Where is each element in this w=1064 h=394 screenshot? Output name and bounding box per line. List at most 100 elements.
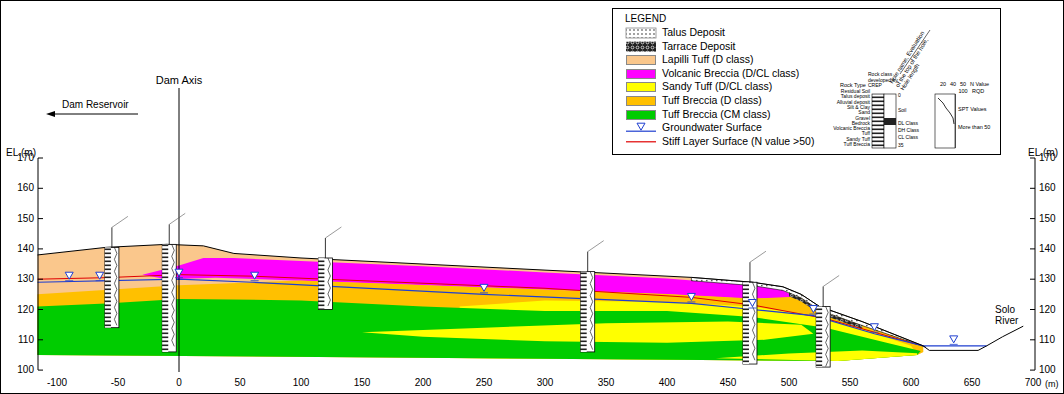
groundwater-marker bbox=[480, 292, 488, 293]
legend-note: 20 bbox=[940, 81, 946, 87]
legend-note: 35 bbox=[898, 143, 904, 149]
groundwater-marker bbox=[175, 277, 183, 278]
legend-note: Rock Type bbox=[840, 82, 866, 88]
legend-note: DH Class bbox=[898, 128, 919, 134]
borehole-column bbox=[162, 244, 176, 352]
dam-axis-line bbox=[179, 88, 180, 372]
ground-surface bbox=[37, 244, 1023, 350]
borehole-stick bbox=[587, 252, 588, 272]
legend-note: 0 bbox=[898, 93, 901, 99]
axis-tick bbox=[1030, 188, 1035, 189]
axis-tick bbox=[38, 339, 43, 340]
borehole-log bbox=[162, 244, 168, 352]
axis-tick bbox=[38, 248, 43, 249]
axis-number: 130 bbox=[1039, 273, 1056, 284]
borehole-column bbox=[743, 282, 757, 364]
groundwater-marker bbox=[687, 293, 695, 300]
axis-number: 110 bbox=[1039, 334, 1055, 345]
axis-number: 160 bbox=[17, 182, 34, 193]
legend-sample bbox=[626, 123, 656, 131]
legend-sample bbox=[637, 123, 645, 130]
legend-swatch bbox=[626, 96, 656, 106]
groundwater-marker bbox=[870, 332, 878, 333]
borehole-column bbox=[318, 258, 332, 310]
axis-number: 150 bbox=[1039, 213, 1056, 224]
legend-chart bbox=[935, 94, 955, 148]
axis-tick bbox=[38, 218, 43, 219]
axis-number: 450 bbox=[720, 377, 737, 388]
legend-note: 100 bbox=[958, 88, 967, 94]
axis-number: -100 bbox=[47, 377, 67, 388]
borehole-stick bbox=[325, 238, 326, 258]
spt-curve bbox=[114, 247, 117, 325]
legend-text: Tuff Breccia (D class) bbox=[662, 95, 762, 107]
axis-number: 150 bbox=[354, 377, 371, 388]
axis-number: 700 bbox=[1025, 377, 1042, 388]
legend-class-column bbox=[884, 94, 896, 148]
axis-number: 350 bbox=[598, 377, 615, 388]
legend-text: Stiff Layer Surface (N value >50) bbox=[662, 136, 814, 148]
legend-text: Volcanic Breccia (D/CL class) bbox=[662, 68, 799, 80]
axis-number: 100 bbox=[293, 377, 310, 388]
axis-number: 120 bbox=[17, 304, 34, 315]
groundwater-marker bbox=[748, 308, 756, 309]
axis-number: 500 bbox=[781, 377, 798, 388]
legend-sample bbox=[626, 28, 656, 38]
axis-tick bbox=[38, 370, 43, 371]
arrow-head bbox=[46, 111, 55, 117]
lapilli-tuff bbox=[37, 244, 923, 361]
axis-number: 100 bbox=[17, 364, 34, 375]
axis-number: 650 bbox=[964, 377, 981, 388]
axis-number: 250 bbox=[476, 377, 493, 388]
legend-text: Groundwater Surface bbox=[662, 122, 762, 134]
legend-sample bbox=[626, 42, 656, 52]
dam-axis-label: Dam Axis bbox=[156, 74, 202, 86]
borehole-stick bbox=[111, 227, 112, 247]
groundwater-marker bbox=[96, 272, 104, 279]
legend-text: Tuff Breccia (CM class) bbox=[662, 109, 771, 121]
legend-sample bbox=[626, 141, 656, 142]
legend-swatch bbox=[626, 82, 656, 92]
borehole-column bbox=[105, 247, 119, 327]
borehole-leader bbox=[750, 251, 766, 262]
legend-swatch bbox=[626, 110, 656, 120]
axis-number: 110 bbox=[18, 334, 34, 345]
groundwater-line bbox=[37, 279, 986, 346]
groundwater-marker bbox=[175, 269, 183, 276]
groundwater-marker bbox=[809, 314, 817, 315]
borehole-leader bbox=[588, 241, 604, 252]
legend-text: Sandy Tuff (D/CL class) bbox=[662, 81, 772, 93]
legend-note: 40 bbox=[950, 81, 956, 87]
spt-curve bbox=[328, 258, 331, 306]
groundwater-marker bbox=[480, 284, 488, 291]
legend-note: SPT Values bbox=[958, 106, 987, 112]
axis-number: 140 bbox=[1039, 243, 1056, 254]
axis-number: 550 bbox=[842, 377, 859, 388]
spt-curve bbox=[172, 244, 175, 346]
legend-text: Tarrace Deposit bbox=[662, 41, 736, 53]
borehole-log bbox=[581, 272, 587, 352]
axis-number: 170 bbox=[17, 152, 34, 163]
borehole-leader bbox=[823, 275, 839, 286]
axis-number: 50 bbox=[234, 377, 245, 388]
borehole-log bbox=[816, 306, 822, 367]
legend-title: LEGEND bbox=[625, 13, 666, 24]
axis-tick bbox=[1030, 339, 1035, 340]
borehole-log bbox=[743, 282, 749, 364]
axis-tick bbox=[1030, 218, 1035, 219]
river-label: Solo River bbox=[995, 304, 1035, 326]
groundwater-marker bbox=[870, 324, 878, 331]
borehole-log bbox=[318, 258, 324, 310]
legend-sample bbox=[626, 141, 656, 142]
legend-sample bbox=[626, 42, 656, 52]
groundwater-marker bbox=[950, 336, 958, 343]
axis-number: 170 bbox=[1039, 152, 1056, 163]
axis-tick bbox=[38, 188, 43, 189]
borehole-stick bbox=[749, 262, 750, 282]
reservoir-label: Dam Reservoir bbox=[62, 99, 129, 110]
axis-number: 600 bbox=[903, 377, 920, 388]
legend-note: Rock class developed by CREP bbox=[868, 72, 902, 89]
legend-note: CL Class bbox=[898, 135, 918, 141]
legend-note: Tuff Breccia bbox=[844, 142, 870, 148]
